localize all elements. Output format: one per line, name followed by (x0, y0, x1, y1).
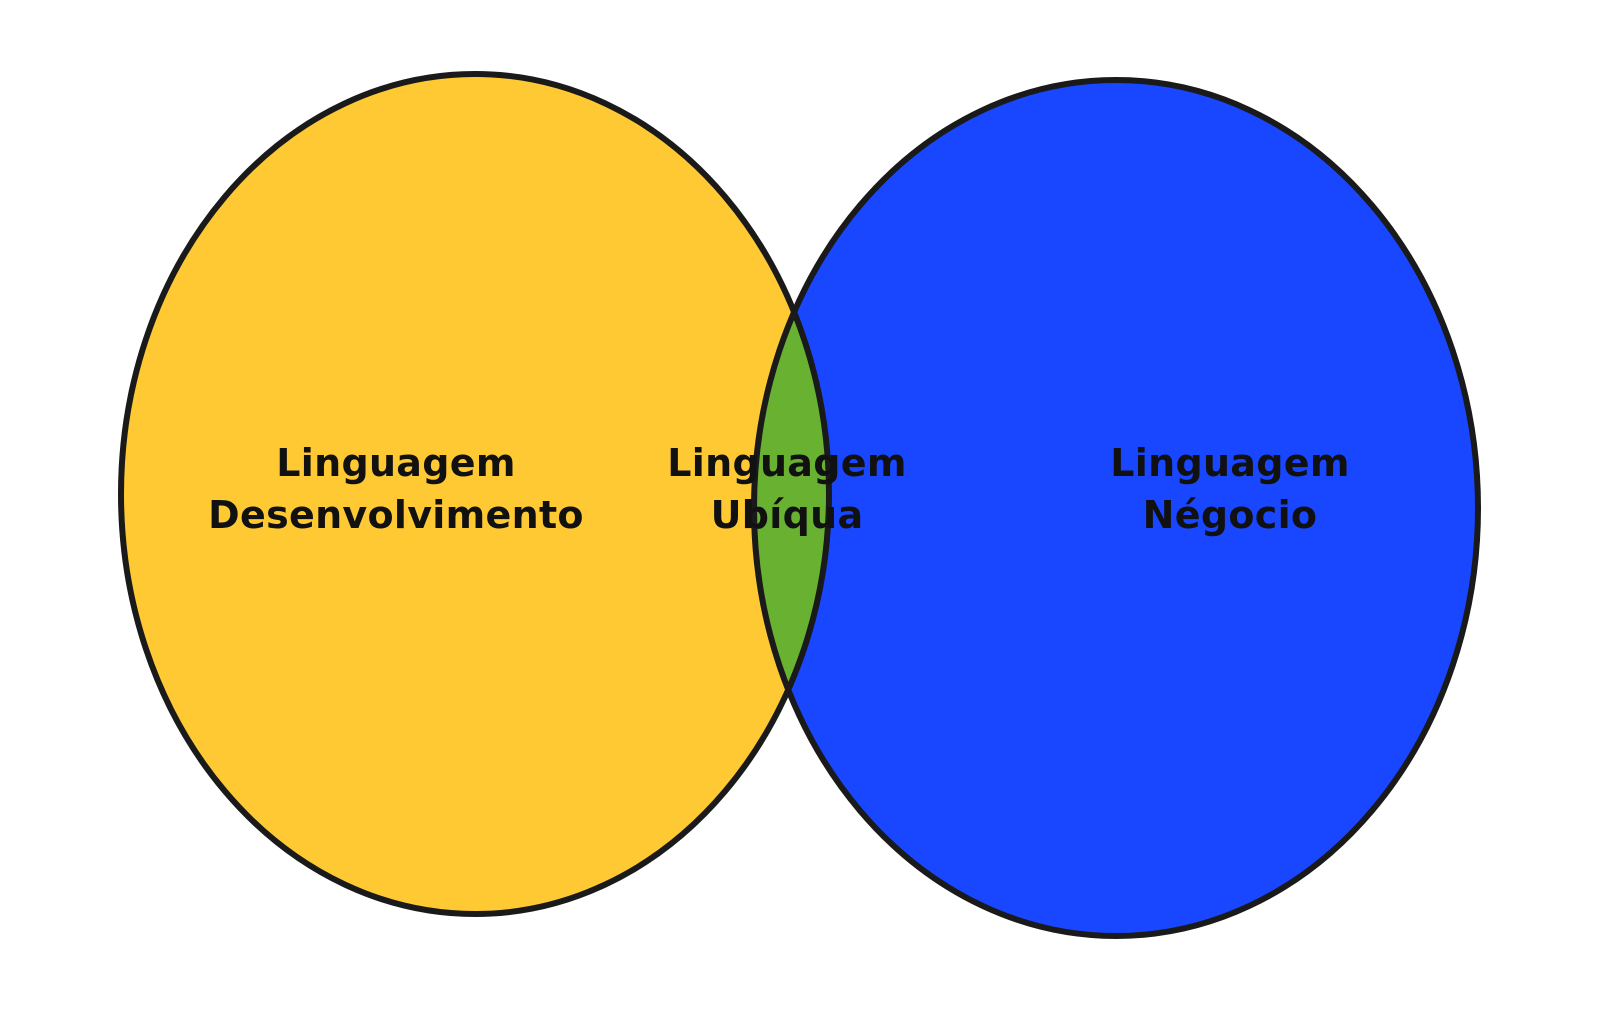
right-circle-outline (751, 77, 1481, 939)
intersection-label-line1: Linguagem (667, 441, 907, 485)
left-set-label: Linguagem Desenvolvimento (166, 437, 626, 541)
right-set-label: Linguagem Négocio (1000, 437, 1460, 541)
right-set-label-line1: Linguagem (1110, 441, 1350, 485)
right-set-label-line2: Négocio (1142, 493, 1318, 537)
intersection-label: Linguagem Ubíqua (557, 437, 1017, 541)
intersection-label-line2: Ubíqua (710, 493, 864, 537)
right-circle (754, 80, 1478, 936)
left-circle-outline (118, 71, 832, 917)
left-circle (121, 74, 829, 914)
left-set-label-line1: Linguagem (276, 441, 516, 485)
left-set-label-line2: Desenvolvimento (208, 493, 584, 537)
